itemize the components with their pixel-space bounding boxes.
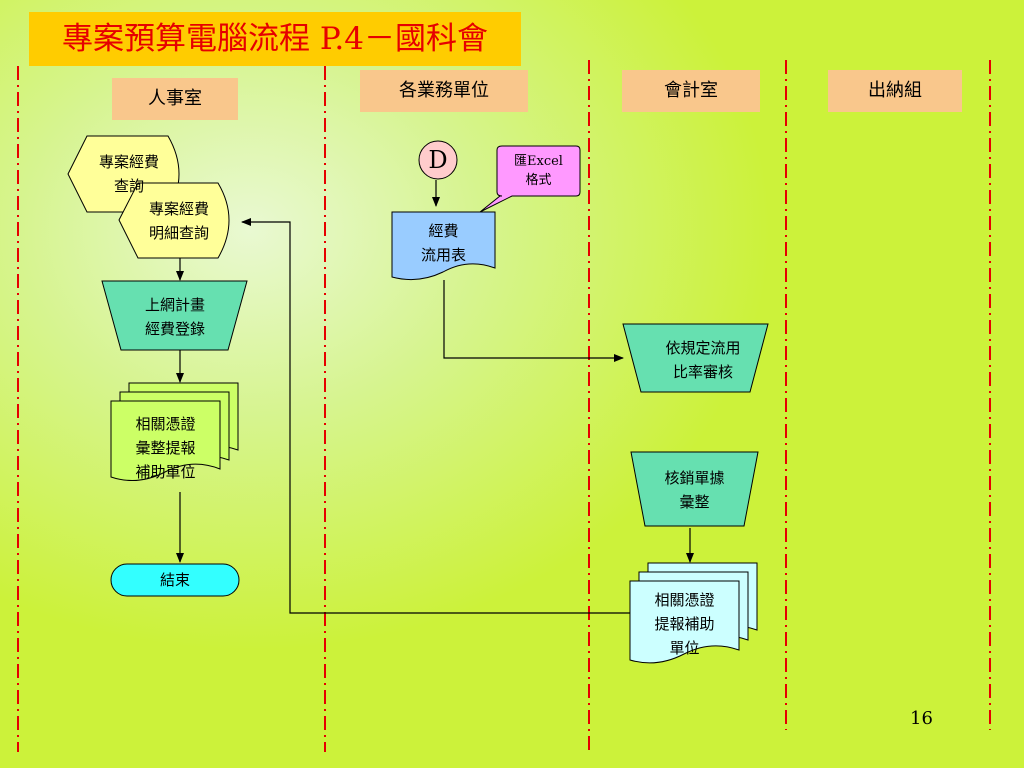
vouchers-accounting-shape <box>629 562 758 664</box>
slide-title: 專案預算電腦流程 P.4－國科會 <box>29 12 521 66</box>
arrow-expense-table-to-review <box>443 280 624 362</box>
online-register-shape <box>101 280 248 351</box>
lane-dividers <box>17 60 991 752</box>
lane-header-personnel: 人事室 <box>112 78 238 120</box>
arrow-accounting-back-to-detail-query <box>241 218 632 614</box>
rate-review-shape <box>622 323 769 393</box>
end-terminator-shape <box>110 563 240 597</box>
voucher-collect-shape <box>630 451 759 527</box>
connector-d-shape <box>418 140 458 180</box>
excel-callout-shape <box>479 145 581 213</box>
page-number: 16 <box>910 708 933 729</box>
project-detail-query-shape <box>118 182 230 259</box>
vouchers-personnel-shape <box>110 382 239 482</box>
expense-table-shape <box>391 211 496 281</box>
lane-header-cashier: 出納組 <box>828 70 962 112</box>
lane-header-accounting: 會計室 <box>622 70 760 112</box>
lane-header-business-units: 各業務單位 <box>360 70 528 112</box>
